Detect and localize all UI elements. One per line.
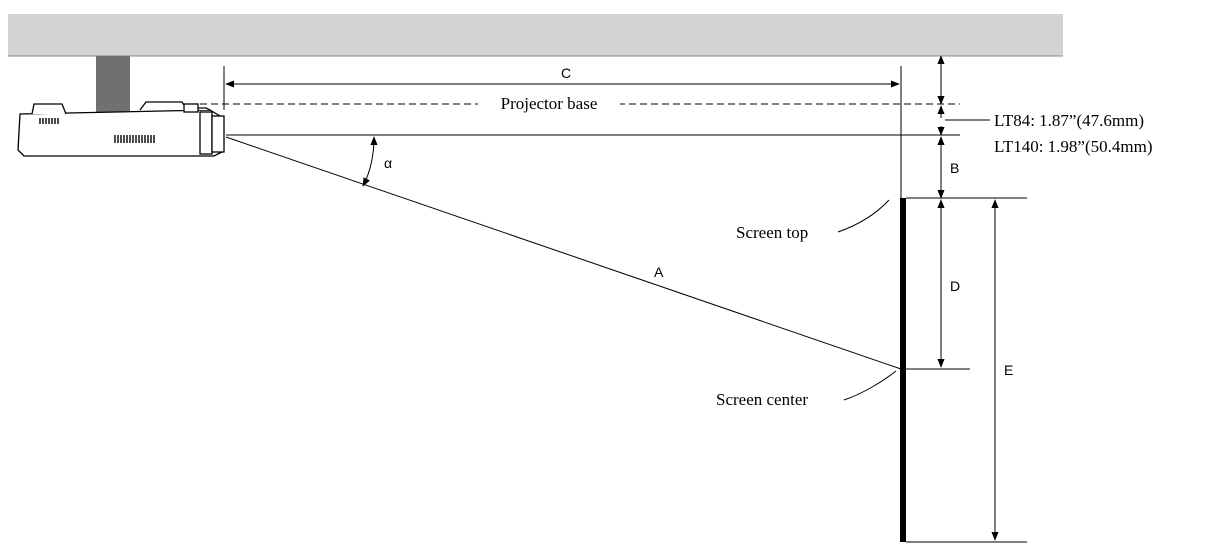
projector-base-label: Projector base [501,94,598,113]
projection-line-a [225,136,902,370]
lt84-label: LT84: 1.87”(47.6mm) [994,111,1144,130]
angle-alpha-arc [362,136,378,187]
dimension-a-label: A [654,264,664,280]
projector-icon [17,101,225,157]
ceiling-mount [96,56,130,112]
angle-alpha-label: α [384,155,392,171]
dimension-e-label: E [1004,362,1013,378]
screen [900,198,906,542]
screen-center-label: Screen center [716,390,808,409]
dimension-c-label: C [561,65,571,81]
ceiling [8,14,1063,56]
dimension-d-label: D [950,278,960,294]
screen-top-label: Screen top [736,223,808,242]
dimension-b-label: B [950,160,959,176]
lt140-label: LT140: 1.98”(50.4mm) [994,137,1153,156]
